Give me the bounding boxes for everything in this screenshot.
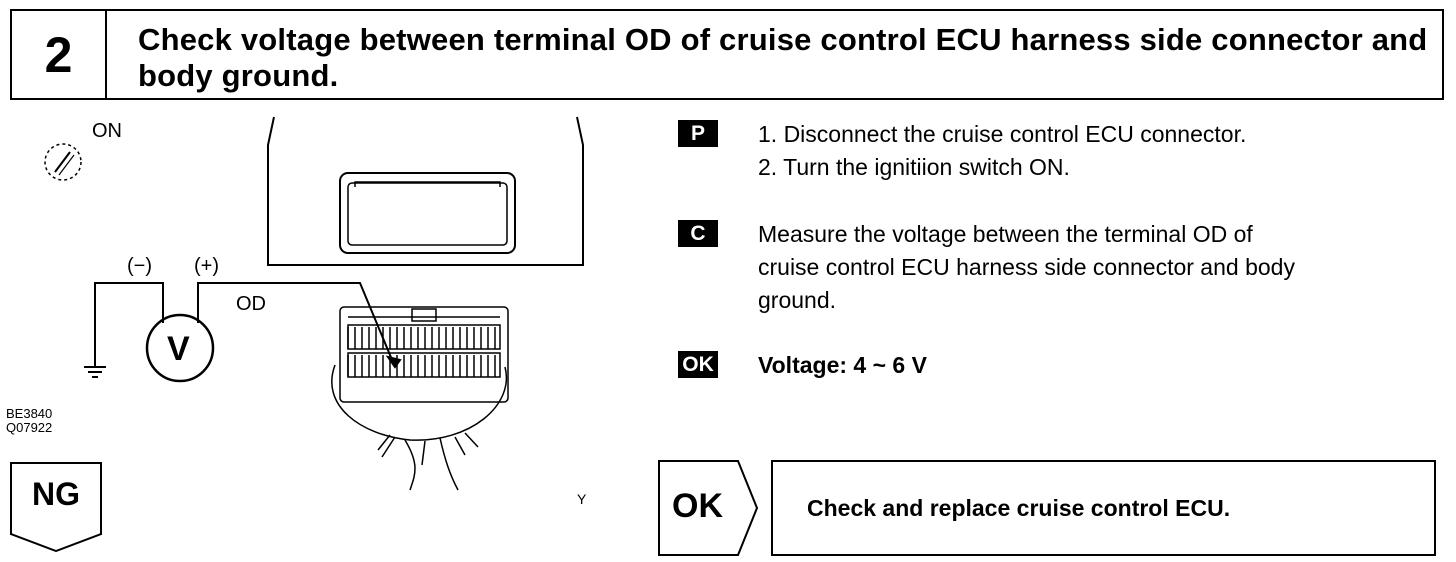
prep-step-2: 2. Turn the ignitiion switch ON. <box>758 154 1070 180</box>
corner-mark: Y <box>577 491 587 507</box>
ok-spec-text: Voltage: 4 ~ 6 V <box>758 352 927 378</box>
ok-action-text: Check and replace cruise control ECU. <box>807 495 1231 521</box>
positive-probe-label: (+) <box>194 255 219 277</box>
terminal-od-label: OD <box>236 293 266 315</box>
step-header: 2 Check voltage between terminal OD of c… <box>10 9 1444 100</box>
ignition-switch-icon <box>44 143 82 181</box>
ng-pentagon-icon <box>10 462 102 552</box>
check-line-3: ground. <box>758 287 837 313</box>
wiring-diagram: ON (−) (+) OD V BE3840 Q07922 <box>0 105 640 505</box>
ignition-on-label: ON <box>92 120 122 142</box>
step-number: 2 <box>12 11 107 98</box>
voltmeter-label: V <box>167 330 190 368</box>
ecu-unit-icon <box>267 116 584 266</box>
harness-connector-icon <box>331 306 509 491</box>
figure-code-1: BE3840 <box>6 406 53 421</box>
step-title: Check voltage between terminal OD of cru… <box>138 22 1428 93</box>
diagram-drawing <box>44 116 584 491</box>
ok-result: OK <box>658 460 758 556</box>
prep-badge: P <box>678 120 718 147</box>
ok-label: OK <box>672 487 723 525</box>
negative-probe-label: (−) <box>127 255 152 277</box>
check-line-1: Measure the voltage between the terminal… <box>758 221 1253 247</box>
ok-arrow-icon <box>658 460 758 556</box>
figure-code-2: Q07922 <box>6 420 53 435</box>
ok-badge: OK <box>678 351 718 378</box>
ng-result: NG <box>10 462 102 552</box>
figure-code: BE3840 Q07922 <box>6 407 52 435</box>
check-line-2: cruise control ECU harness side connecto… <box>758 254 1295 280</box>
check-badge: C <box>678 220 718 247</box>
prep-step-1: 1. Disconnect the cruise control ECU con… <box>758 121 1247 147</box>
ok-action-box: Check and replace cruise control ECU. <box>771 460 1436 556</box>
ng-label: NG <box>32 476 80 512</box>
